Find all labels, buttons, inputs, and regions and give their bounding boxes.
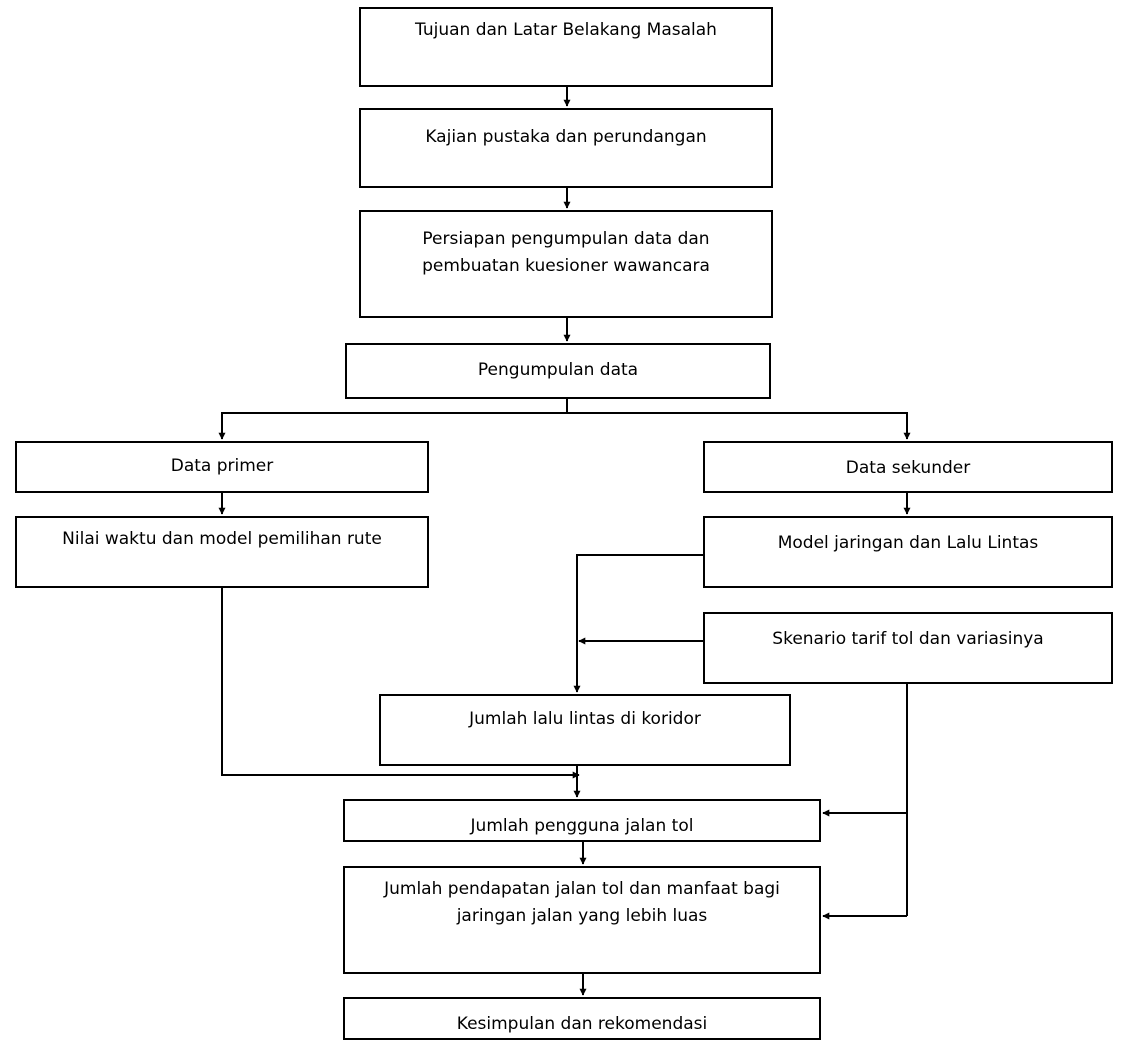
- arrow-nilai-to-pengguna: [221, 588, 580, 779]
- box-kajian-text: Kajian pustaka dan perundangan: [425, 127, 707, 147]
- box-jumlah-lalu-lintas: Jumlah lalu lintas di koridor: [379, 694, 791, 766]
- box-pendapatan-line1: Jumlah pendapatan jalan tol dan manfaat …: [384, 879, 780, 899]
- box-model-jaringan-text: Model jaringan dan Lalu Lintas: [777, 533, 1039, 553]
- box-kajian: Kajian pustaka dan perundangan: [359, 108, 773, 188]
- arrow-to-data-primer: [218, 412, 567, 440]
- box-data-sekunder: Data sekunder: [703, 441, 1113, 493]
- box-pengguna-jalan-tol-text: Jumlah pengguna jalan tol: [470, 816, 694, 836]
- box-model-jaringan: Model jaringan dan Lalu Lintas: [703, 516, 1113, 588]
- box-data-primer-text: Data primer: [170, 456, 274, 476]
- box-pengumpulan: Pengumpulan data: [345, 343, 771, 399]
- box-skenario-tarif-text: Skenario tarif tol dan variasinya: [772, 629, 1044, 649]
- arrow-model-to-jumlah-lalu-lintas: [573, 554, 703, 693]
- box-kesimpulan: Kesimpulan dan rekomendasi: [343, 997, 821, 1040]
- arrow-to-data-sekunder: [567, 412, 911, 440]
- box-pengguna-jalan-tol: Jumlah pengguna jalan tol: [343, 799, 821, 842]
- box-kesimpulan-text: Kesimpulan dan rekomendasi: [456, 1014, 708, 1034]
- box-nilai-waktu: Nilai waktu dan model pemilihan rute: [15, 516, 429, 588]
- box-skenario-tarif: Skenario tarif tol dan variasinya: [703, 612, 1113, 684]
- box-data-sekunder-text: Data sekunder: [845, 458, 971, 478]
- box-persiapan: Persiapan pengumpulan data dan pembuatan…: [359, 210, 773, 318]
- box-pendapatan: Jumlah pendapatan jalan tol dan manfaat …: [343, 866, 821, 974]
- box-pengumpulan-text: Pengumpulan data: [477, 360, 639, 380]
- box-persiapan-line2: pembuatan kuesioner wawancara: [422, 256, 710, 276]
- box-data-primer: Data primer: [15, 441, 429, 493]
- box-tujuan-text: Tujuan dan Latar Belakang Masalah: [415, 20, 717, 40]
- box-persiapan-line1: Persiapan pengumpulan data dan: [422, 229, 710, 249]
- box-pendapatan-line2: jaringan jalan yang lebih luas: [456, 906, 708, 926]
- box-nilai-waktu-text: Nilai waktu dan model pemilihan rute: [62, 529, 382, 549]
- box-jumlah-lalu-lintas-text: Jumlah lalu lintas di koridor: [469, 709, 701, 729]
- box-tujuan: Tujuan dan Latar Belakang Masalah: [359, 7, 773, 87]
